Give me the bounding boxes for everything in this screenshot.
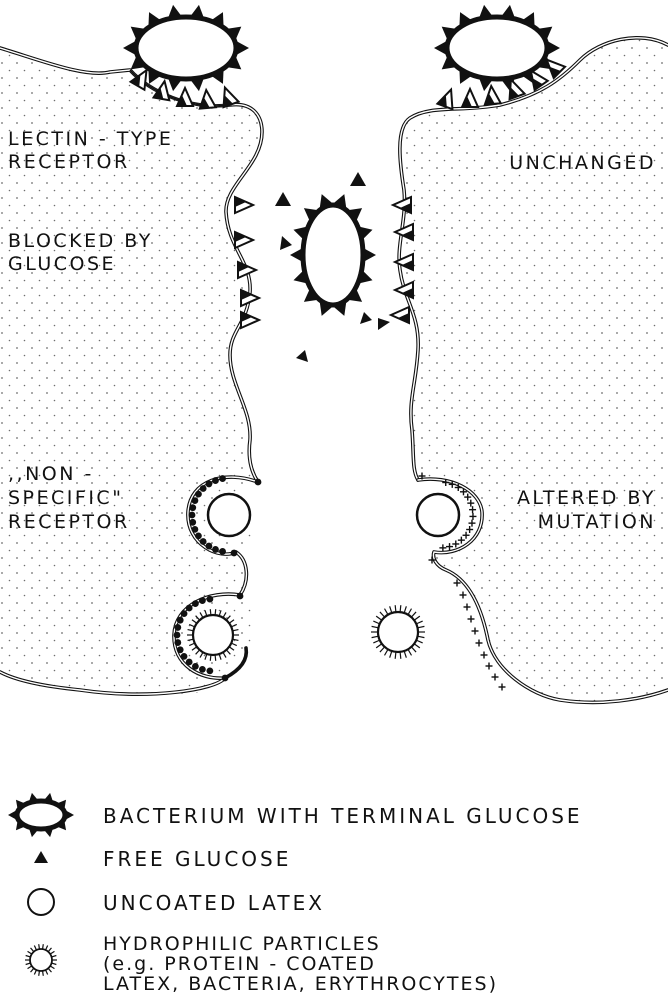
legend-uncoated-latex-text: UNCOATED LATEX [103, 891, 325, 915]
legend: BACTERIUM WITH TERMINAL GLUCOSE FREE GLU… [8, 793, 583, 995]
blocked-label-line1: BLOCKED BY [8, 230, 153, 252]
lectin-label-line1: LECTIN - TYPE [8, 128, 173, 150]
legend-hydrophilic-line2: (e.g. PROTEIN - COATED [103, 953, 376, 975]
blocked-label-line2: GLUCOSE [8, 253, 116, 275]
legend-free-glucose-text: FREE GLUCOSE [103, 847, 291, 871]
nonspecific-label-line3: RECEPTOR [8, 511, 130, 533]
altered-label-line1: ALTERED BY [517, 487, 656, 509]
nonspecific-label-line1: ,,NON - [8, 463, 94, 485]
bacterium-icon [8, 793, 74, 837]
nonspecific-label-line2: SPECIFIC" [8, 487, 123, 509]
right-cell [399, 38, 668, 703]
lectin-label-line2: RECEPTOR [8, 151, 130, 173]
free-glucose-icon [34, 851, 48, 863]
uncoated-latex-icon [28, 889, 54, 915]
unchanged-label: UNCHANGED [509, 152, 656, 174]
legend-hydrophilic-line3: LATEX, BACTERIA, ERYTHROCYTES) [103, 973, 498, 995]
uncoated-latex-right [417, 494, 459, 536]
uncoated-latex-left [208, 494, 250, 536]
legend-bacterium-text: BACTERIUM WITH TERMINAL GLUCOSE [103, 804, 583, 828]
legend-bacterium-shape [8, 793, 74, 837]
bacterium-center [290, 194, 376, 316]
hydrophilic-particle-icon [25, 944, 57, 976]
hydrophilic-particle-free [371, 605, 425, 659]
altered-label-line2: MUTATION [538, 511, 656, 533]
legend-hydrophilic-line1: HYDROPHILIC PARTICLES [103, 933, 381, 955]
